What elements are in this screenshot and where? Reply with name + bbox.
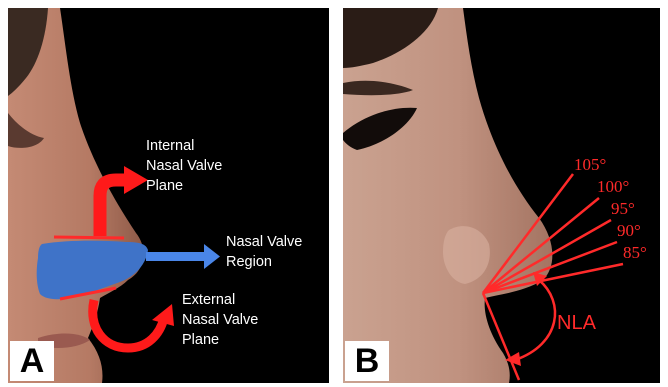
angle-label-95: 95°	[611, 200, 635, 218]
external-label-line2: Nasal Valve	[182, 310, 258, 330]
face-profile	[343, 8, 552, 383]
panel-b-letter: B	[345, 341, 389, 381]
nla-label: NLA	[557, 312, 596, 334]
internal-plane-line	[54, 237, 124, 238]
panel-b: 105° 100° 95° 90° 85° NLA B	[343, 8, 660, 383]
region-arrow-shaft	[146, 252, 206, 261]
internal-label-line2: Nasal Valve	[146, 156, 222, 176]
region-label-line1: Nasal Valve	[226, 232, 302, 252]
nla-arc	[515, 280, 555, 360]
internal-plane-arrow-head	[124, 166, 148, 194]
angle-label-105: 105°	[574, 156, 606, 174]
nasal-valve-region-shape	[37, 241, 148, 300]
internal-label-line3: Plane	[146, 176, 183, 196]
external-label-line3: Plane	[182, 330, 219, 350]
panel-a-letter: A	[10, 341, 54, 381]
angle-label-100: 100°	[597, 178, 629, 196]
panel-a: Internal Nasal Valve Plane Nasal Valve R…	[8, 8, 329, 383]
region-arrow-head	[204, 244, 220, 269]
external-label-line1: External	[182, 290, 235, 310]
angle-label-85: 85°	[623, 244, 647, 262]
external-plane-arrow	[93, 300, 164, 348]
angle-label-90: 90°	[617, 222, 641, 240]
external-plane-arrow-head	[152, 304, 174, 326]
region-label-line2: Region	[226, 252, 272, 272]
internal-label-line1: Internal	[146, 136, 194, 156]
